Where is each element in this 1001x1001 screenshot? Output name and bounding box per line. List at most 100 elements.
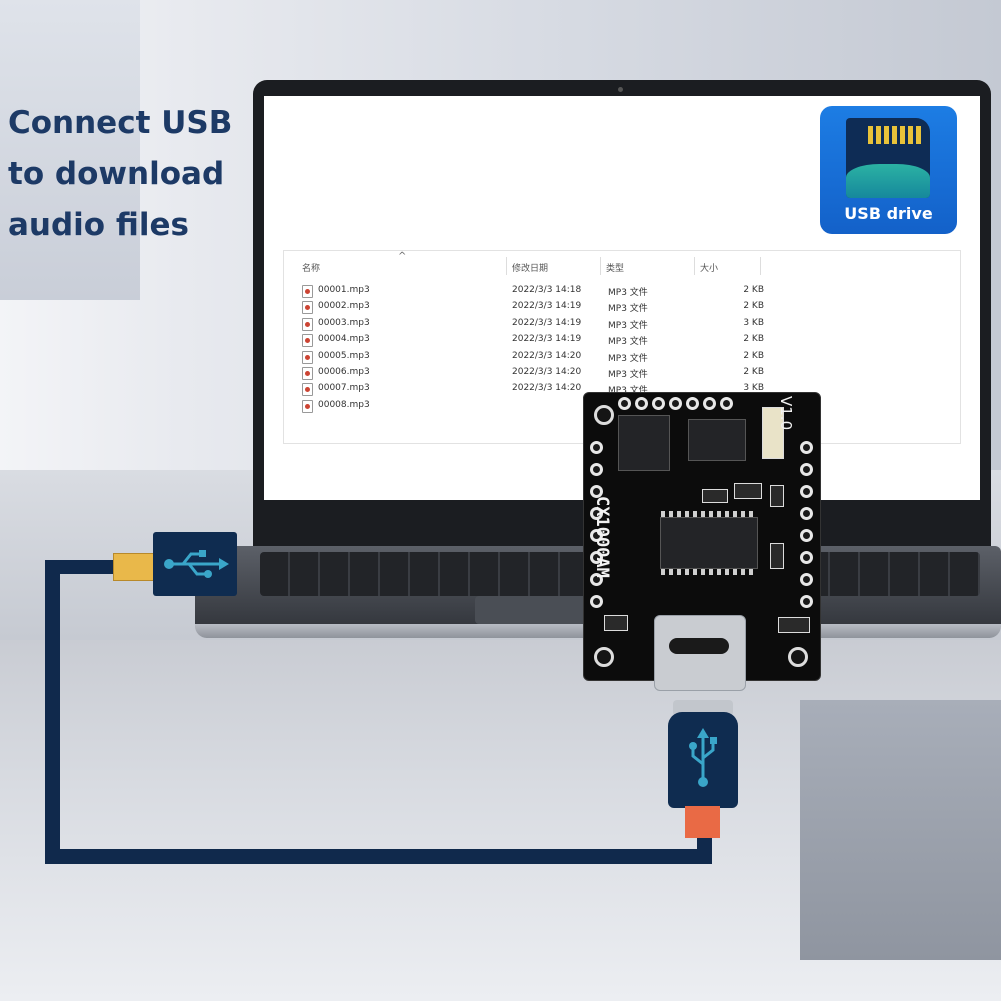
file-name: 00007.mp3 (318, 383, 370, 394)
file-size: 2 KB (743, 367, 764, 377)
file-row[interactable]: 00001.mp3 2022/3/3 14:18 MP3 文件 2 KB (302, 283, 772, 299)
usb-drive-label: USB drive (844, 204, 933, 223)
file-date: 2022/3/3 14:18 (512, 285, 582, 295)
column-separator[interactable] (600, 257, 601, 275)
mp3-file-icon (302, 301, 313, 315)
chip-pins (661, 569, 757, 575)
mounting-hole (594, 647, 614, 667)
file-date: 2022/3/3 14:20 (512, 383, 582, 394)
usb-a-plug (153, 532, 237, 596)
usb-icon (689, 728, 717, 787)
file-date: 2022/3/3 14:19 (512, 317, 582, 328)
file-name: 00004.mp3 (318, 334, 370, 345)
header-pad (703, 397, 716, 410)
board-model-label: CX1000AM (592, 496, 612, 578)
header-pad (618, 397, 631, 410)
column-separator[interactable] (506, 257, 507, 275)
column-header-type[interactable]: 类型 (606, 264, 625, 274)
headline: Connect USB to download audio files (8, 105, 233, 243)
component (734, 483, 762, 499)
background-pillar (0, 0, 140, 300)
file-row[interactable]: 00008.mp3 (302, 398, 772, 414)
header-pad (590, 463, 603, 476)
usb-cable (697, 830, 712, 864)
header-pad (800, 551, 813, 564)
header-pad (686, 397, 699, 410)
usb-drive-tile: USB drive (820, 106, 957, 234)
file-type: MP3 文件 (608, 304, 648, 315)
header-pad (652, 397, 665, 410)
file-date: 2022/3/3 14:19 (512, 334, 582, 345)
file-name: 00008.mp3 (318, 399, 370, 410)
header-pad (590, 551, 603, 564)
header-pad (800, 595, 813, 608)
board-version-label: V1.0 (777, 396, 795, 431)
marble-block (800, 700, 1001, 960)
chip-pins (661, 511, 757, 517)
header-pad (800, 485, 813, 498)
ic-chip (688, 419, 746, 461)
mp3-file-icon (302, 334, 313, 348)
header-pad (800, 463, 813, 476)
component (778, 617, 810, 633)
ic-chip-main (660, 511, 758, 575)
component (604, 615, 628, 631)
file-size: 2 KB (743, 301, 764, 312)
file-name: 00003.mp3 (318, 317, 370, 328)
header-pad (590, 507, 603, 520)
file-date: 2022/3/3 14:20 (512, 367, 582, 377)
usb-a-connector (113, 553, 157, 581)
file-type: MP3 文件 (608, 337, 648, 348)
mp3-file-icon (302, 317, 313, 331)
file-name: 00005.mp3 (318, 350, 370, 361)
component (770, 485, 784, 507)
header-pad (800, 529, 813, 542)
column-separator[interactable] (760, 257, 761, 275)
header-pad (590, 441, 603, 454)
file-date: 2022/3/3 14:19 (512, 301, 582, 312)
file-size: 2 KB (743, 334, 764, 345)
header-pad (800, 441, 813, 454)
file-row[interactable]: 00004.mp3 2022/3/3 14:19 MP3 文件 2 KB (302, 332, 772, 348)
file-size: 2 KB (743, 285, 764, 295)
file-date: 2022/3/3 14:20 (512, 350, 582, 361)
header-pad (590, 529, 603, 542)
column-header-size[interactable]: 大小 (700, 264, 719, 274)
component (770, 543, 784, 569)
file-type: MP3 文件 (608, 370, 648, 380)
header-pad (720, 397, 733, 410)
file-type: MP3 文件 (608, 288, 648, 298)
header-pad (635, 397, 648, 410)
component (762, 407, 784, 459)
usb-c-plug (668, 712, 738, 808)
usb-cable (45, 560, 60, 860)
mp3-file-icon (302, 399, 313, 413)
file-name: 00001.mp3 (318, 285, 370, 295)
header-pad (590, 485, 603, 498)
header-pad (590, 595, 603, 608)
column-header-date[interactable]: 修改日期 (512, 264, 549, 274)
sort-ascending-icon: ^ (398, 251, 407, 262)
file-size: 3 KB (743, 317, 764, 328)
mp3-file-icon (302, 350, 313, 364)
usb-cable (45, 560, 123, 574)
mp3-file-icon (302, 367, 313, 380)
usb-cable (45, 849, 712, 864)
usb-c-port (654, 615, 746, 691)
header-pad (800, 507, 813, 520)
header-pad (800, 573, 813, 586)
mounting-hole (594, 405, 614, 425)
column-separator[interactable] (694, 257, 695, 275)
mp3-file-icon (302, 383, 313, 397)
column-header-name[interactable]: 名称 (302, 264, 321, 274)
usb-icon (164, 550, 229, 578)
file-row[interactable]: 00002.mp3 2022/3/3 14:19 MP3 文件 2 KB (302, 299, 772, 315)
cx1000am-board (583, 392, 821, 681)
file-name: 00002.mp3 (318, 301, 370, 312)
header-pad (590, 573, 603, 586)
